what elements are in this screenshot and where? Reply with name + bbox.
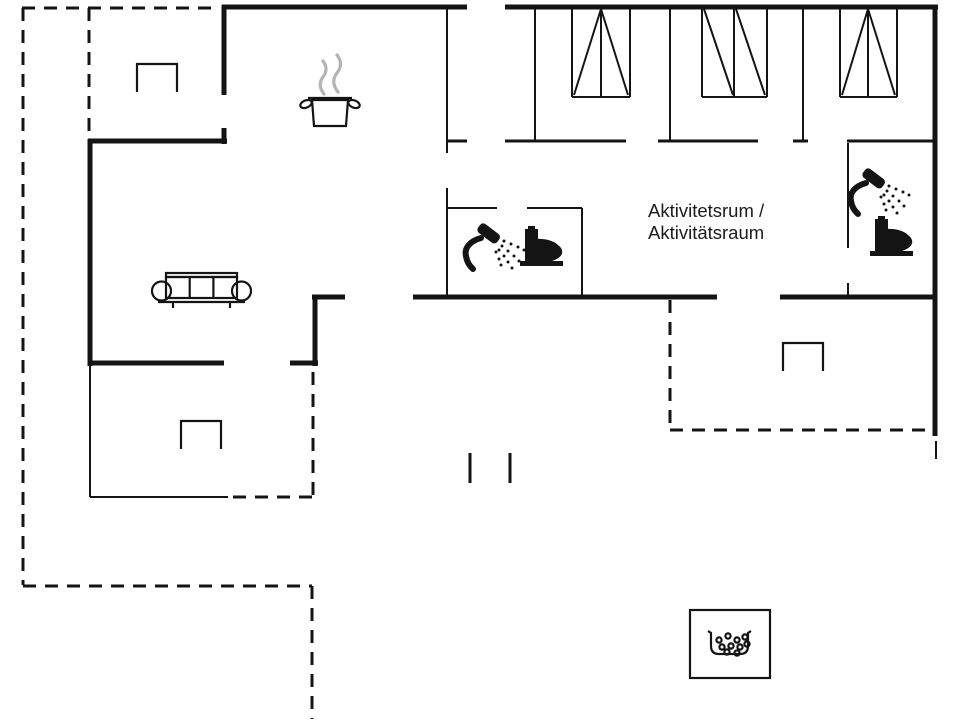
- bed-frame: [839, 7, 898, 98]
- pot-body: [310, 98, 350, 128]
- room-label-line2: Aktivitätsraum: [648, 222, 764, 243]
- activity-room-label: Aktivitetsrum / Aktivitätsraum: [648, 200, 765, 243]
- steam-icon: [318, 59, 328, 96]
- bed-blanket: [573, 8, 629, 96]
- steam-icon: [332, 53, 343, 94]
- bed-blanket: [841, 8, 896, 96]
- toilet-icon: [870, 216, 913, 256]
- bed-frame: [571, 7, 631, 98]
- bed-frame: [701, 7, 768, 98]
- sofa-cushion-divider: [188, 277, 215, 298]
- room-label-line1: Aktivitetsrum /: [648, 200, 765, 221]
- bubbles: [715, 632, 751, 657]
- bed-blanket: [703, 8, 766, 96]
- terrace-dashed-outline: [21, 6, 938, 719]
- door-step-marks: [468, 453, 512, 483]
- exterior-walls: [87, 4, 938, 436]
- shower-icon: [466, 222, 526, 270]
- cooking-pot-icon: [299, 53, 361, 128]
- bathroom-middle-icons: [466, 222, 563, 270]
- shower-icon: [851, 167, 911, 215]
- bed-icon-2: [701, 7, 768, 98]
- sofa-armrest: [150, 280, 173, 302]
- pot-handle: [299, 98, 313, 110]
- sofa-foot: [171, 302, 232, 308]
- sofa-icon: [150, 271, 253, 308]
- hot-tub-icon: [688, 608, 772, 680]
- sofa-cushions: [164, 275, 239, 300]
- pot-handle: [347, 98, 361, 110]
- armchair-icon-top-left: [135, 62, 179, 94]
- bed-icon-1: [571, 7, 631, 98]
- interior-walls: [445, 7, 935, 297]
- bed-icon-3: [839, 7, 898, 98]
- sofa-armrest: [230, 280, 253, 302]
- armchair-icon-terrace-right: [781, 341, 825, 373]
- bathroom-right-icons: [851, 167, 913, 256]
- toilet-icon: [520, 226, 563, 266]
- armchair-icon-terrace-left: [179, 419, 223, 451]
